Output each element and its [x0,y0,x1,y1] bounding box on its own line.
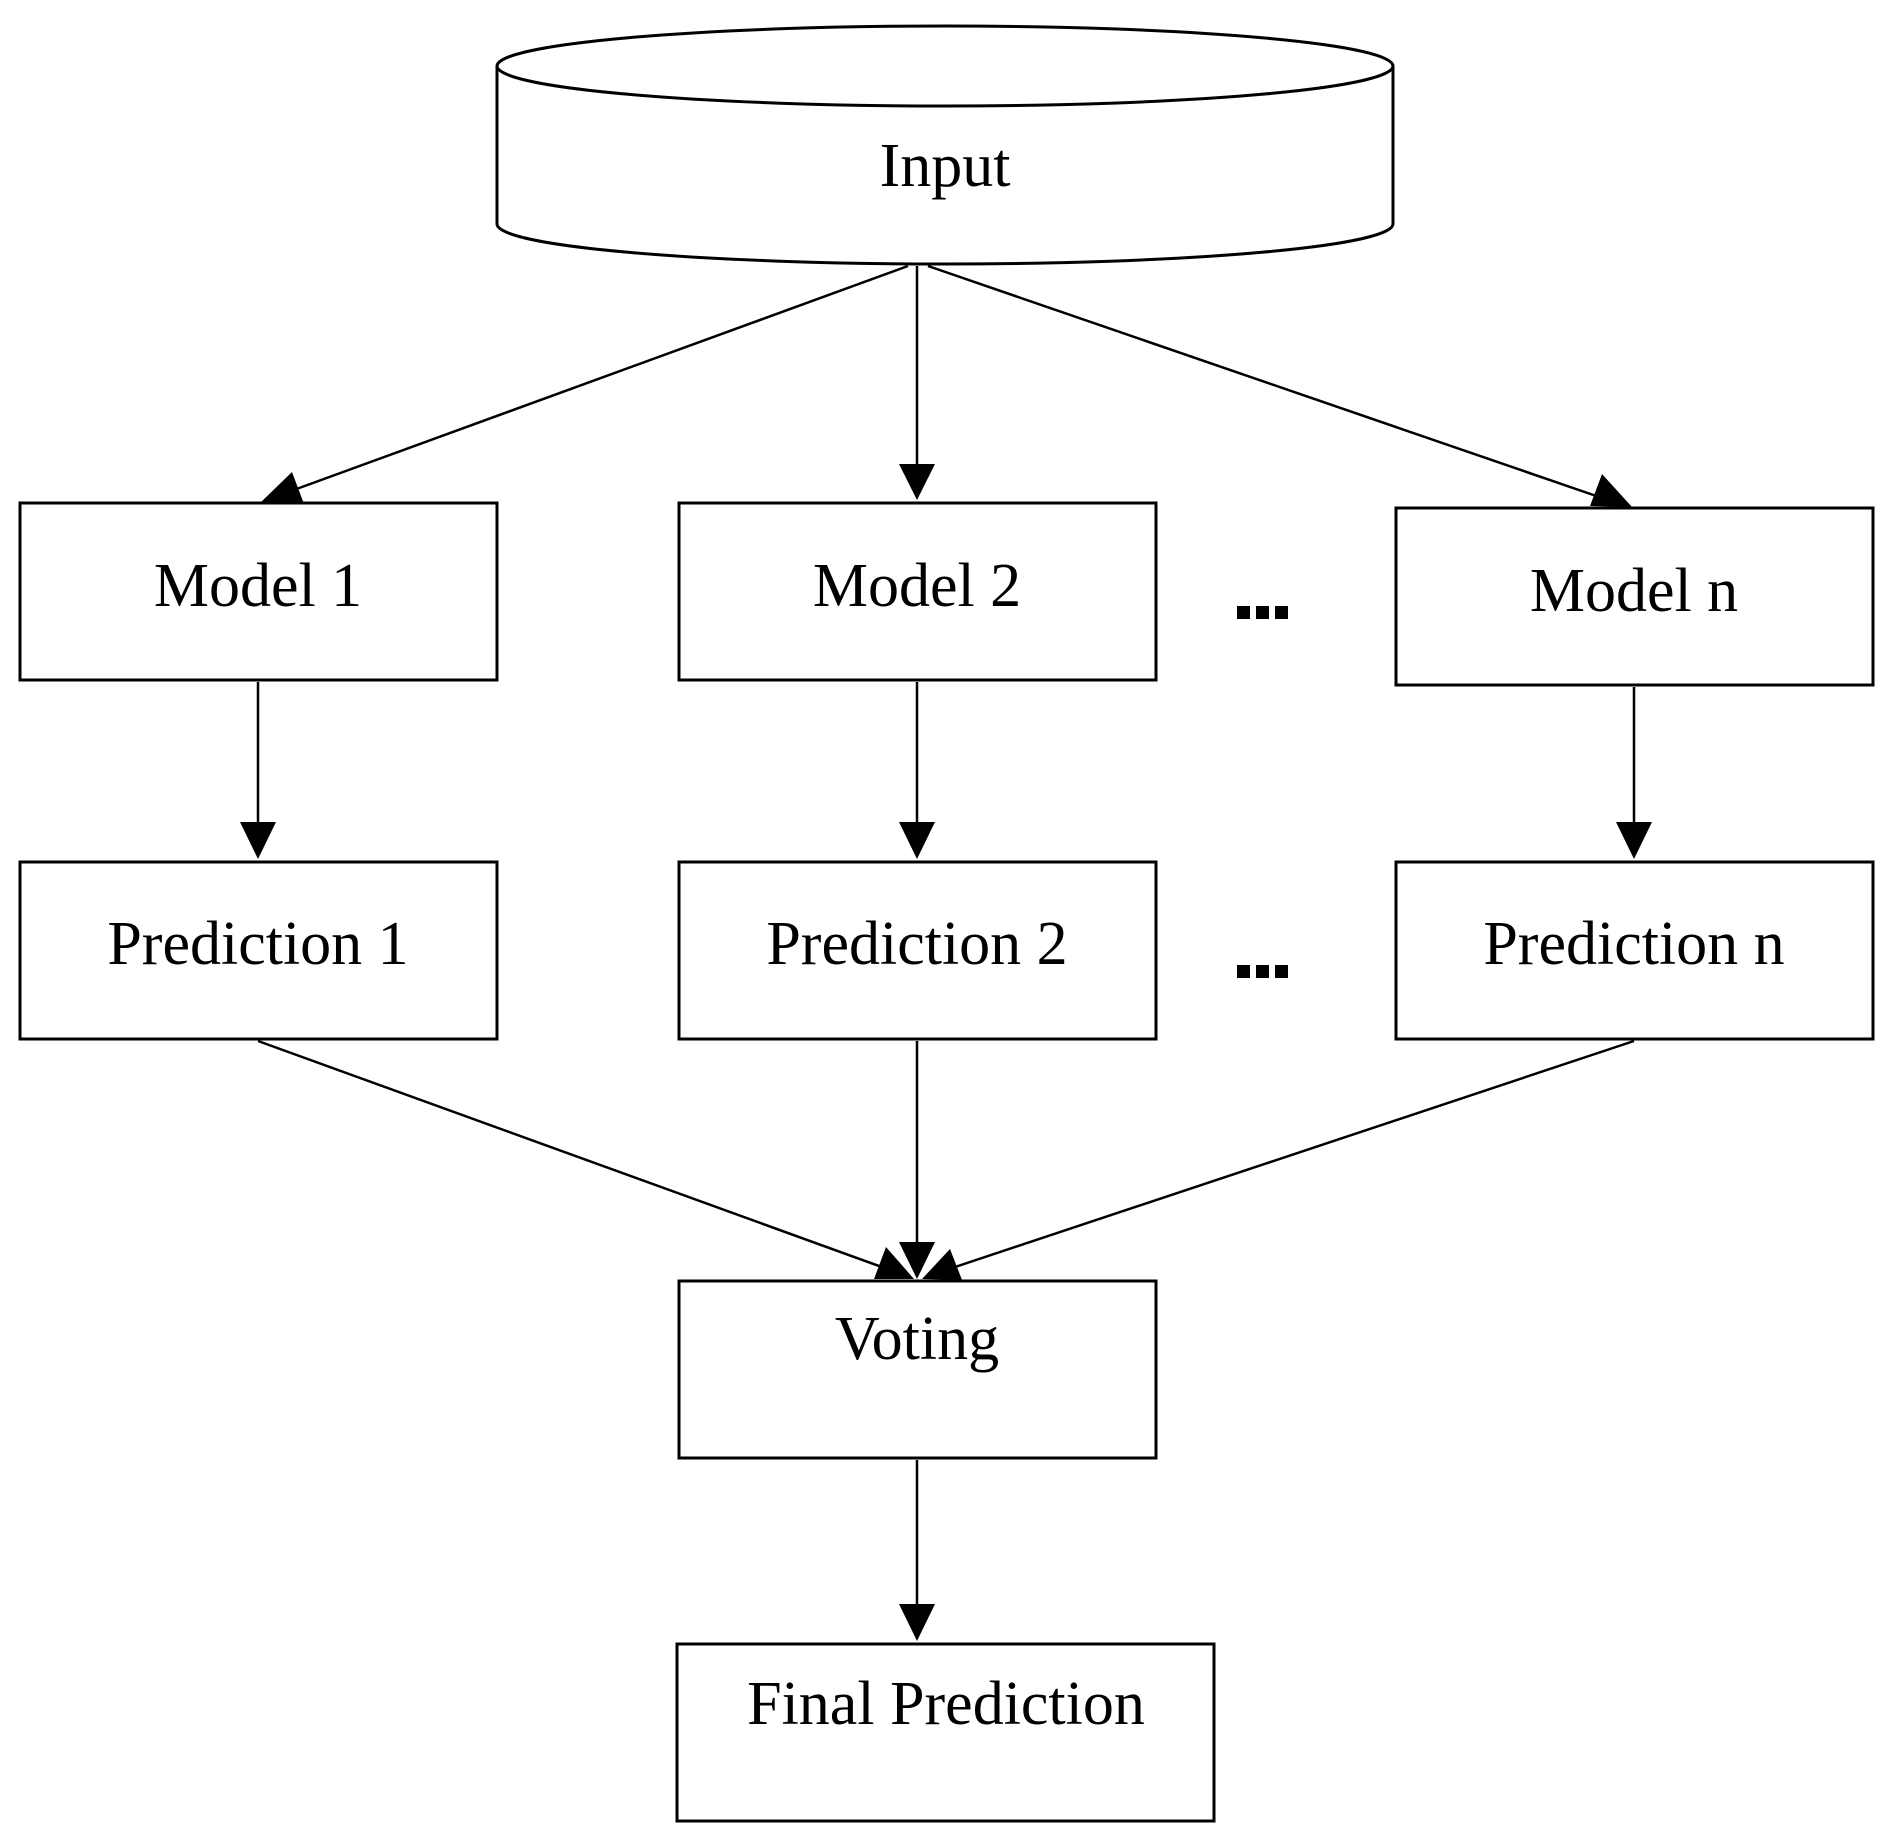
models-ellipsis [1237,606,1288,619]
edge-input-to-model-n [927,264,1632,507]
model-box-n: Model n [1394,506,1875,687]
input-node: Input [495,24,1395,266]
prediction-box-2: Prediction 2 [677,860,1158,1041]
prediction-label-1: Prediction 1 [107,910,408,978]
model-label-1: Model 1 [154,552,362,620]
edge-input-to-model-1 [260,264,909,504]
voting-label: Voting [835,1305,999,1373]
model-box-2: Model 2 [677,501,1158,682]
edge-model-n-to-prediction-n [1616,687,1652,859]
model-label-2: Model 2 [813,552,1021,620]
edge-voting-to-final [899,1460,935,1641]
prediction-box-n: Prediction n [1394,860,1875,1041]
input-label: Input [880,132,1011,200]
edge-prediction-n-to-voting [922,1039,1635,1280]
edge-model-1-to-prediction-1 [240,682,276,859]
input-cylinder-top [495,24,1395,108]
prediction-label-n: Prediction n [1483,910,1784,978]
final-prediction-label: Final Prediction [747,1670,1145,1738]
edge-prediction-1-to-voting [257,1039,914,1279]
edge-input-to-model-2 [899,266,935,500]
edge-prediction-2-to-voting [899,1041,935,1279]
predictions-ellipsis [1237,965,1288,978]
prediction-label-2: Prediction 2 [766,910,1067,978]
prediction-box-1: Prediction 1 [18,860,499,1041]
final-prediction-box: Final Prediction [675,1642,1216,1823]
voting-box: Voting [677,1279,1158,1460]
model-box-1: Model 1 [18,501,499,682]
edge-model-2-to-prediction-2 [899,682,935,859]
model-label-n: Model n [1530,557,1738,625]
input-cylinder-body [495,66,1395,266]
